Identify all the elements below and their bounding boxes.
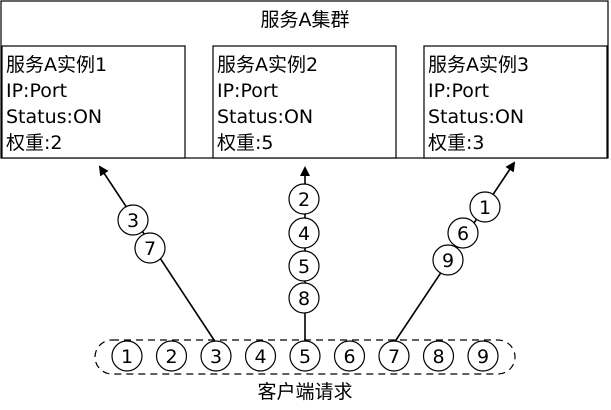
request-number: 2 bbox=[165, 346, 177, 368]
request-circle bbox=[447, 217, 479, 249]
request-circle bbox=[288, 282, 320, 314]
request-queue-label: 客户端请求 bbox=[257, 381, 352, 403]
instance-status: Status:ON bbox=[428, 106, 524, 128]
queued-request-bubble: 2 bbox=[155, 340, 188, 372]
request-circle bbox=[422, 340, 455, 372]
route-to-instance-3: 169 bbox=[393, 161, 516, 344]
instance-box bbox=[423, 45, 608, 159]
instance-box bbox=[212, 45, 397, 159]
request-circle bbox=[111, 340, 143, 372]
routed-request-bubble: 3 bbox=[117, 204, 149, 236]
request-circle bbox=[117, 204, 149, 236]
queued-request-bubble: 7 bbox=[378, 340, 410, 372]
queued-request-bubble: 6 bbox=[333, 340, 366, 372]
request-queue-box bbox=[94, 339, 516, 375]
queued-request-bubble: 8 bbox=[422, 340, 455, 372]
request-number: 4 bbox=[298, 223, 310, 245]
request-number: 5 bbox=[298, 256, 310, 278]
queued-request-bubble: 5 bbox=[289, 340, 321, 372]
queue-layer: 1 2 3 4 5 6 7 8 9 bbox=[111, 340, 499, 372]
request-circle bbox=[288, 250, 320, 282]
routed-request-bubble: 8 bbox=[288, 282, 320, 314]
instance-name: 服务A实例3 bbox=[428, 54, 529, 76]
request-number: 9 bbox=[477, 346, 489, 368]
request-circle bbox=[288, 217, 320, 249]
routed-request-bubble: 7 bbox=[134, 232, 166, 264]
queued-request-bubble: 9 bbox=[467, 340, 499, 372]
queued-request-bubble: 3 bbox=[200, 340, 232, 372]
request-circle bbox=[289, 340, 321, 372]
request-number: 2 bbox=[298, 189, 310, 211]
routed-request-bubble: 6 bbox=[447, 217, 479, 249]
routed-request-bubble: 4 bbox=[288, 217, 320, 249]
instance-name: 服务A实例1 bbox=[6, 54, 107, 76]
queued-request-bubble: 4 bbox=[244, 340, 277, 372]
instance-box bbox=[1, 45, 186, 159]
routed-request-bubble: 9 bbox=[432, 244, 464, 276]
routed-request-bubble: 5 bbox=[288, 250, 320, 282]
instance-status: Status:ON bbox=[6, 106, 102, 128]
request-circle bbox=[432, 244, 464, 276]
cluster-title: 服务A集群 bbox=[261, 9, 350, 31]
queued-request-bubble: 1 bbox=[111, 340, 143, 372]
request-circle bbox=[155, 340, 188, 372]
request-number: 5 bbox=[299, 346, 311, 368]
request-circle bbox=[200, 340, 232, 372]
routed-request-bubble: 2 bbox=[288, 183, 320, 215]
request-number: 6 bbox=[457, 223, 469, 245]
request-number: 3 bbox=[127, 210, 139, 232]
request-circle bbox=[469, 191, 501, 223]
request-number: 8 bbox=[432, 346, 444, 368]
request-number: 9 bbox=[442, 250, 454, 272]
request-number: 4 bbox=[254, 346, 266, 368]
request-number: 1 bbox=[479, 197, 491, 219]
request-number: 1 bbox=[121, 346, 133, 368]
instance-weight: 权重:2 bbox=[6, 132, 63, 154]
request-circle bbox=[333, 340, 366, 372]
routes-layer: 37 2 4 5 8 169 bbox=[98, 161, 516, 344]
route-to-instance-1: 37 bbox=[98, 165, 217, 344]
instance-ip: IP:Port bbox=[217, 80, 278, 102]
instance-name: 服务A实例2 bbox=[217, 54, 318, 76]
request-number: 7 bbox=[144, 238, 156, 260]
request-number: 7 bbox=[388, 346, 400, 368]
instance-ip: IP:Port bbox=[6, 80, 67, 102]
routed-request-bubble: 1 bbox=[469, 191, 501, 223]
request-circle bbox=[244, 340, 277, 372]
request-circle bbox=[467, 340, 499, 372]
request-circle bbox=[134, 232, 166, 264]
request-circle bbox=[378, 340, 410, 372]
instance-ip: IP:Port bbox=[428, 80, 489, 102]
instance-weight: 权重:3 bbox=[428, 132, 485, 154]
request-number: 8 bbox=[298, 288, 310, 310]
request-number: 3 bbox=[210, 346, 222, 368]
instance-weight: 权重:5 bbox=[217, 132, 274, 154]
request-circle bbox=[288, 183, 320, 215]
route-to-instance-2: 2 4 5 8 bbox=[288, 166, 320, 343]
instance-status: Status:ON bbox=[217, 106, 313, 128]
request-number: 6 bbox=[343, 346, 355, 368]
